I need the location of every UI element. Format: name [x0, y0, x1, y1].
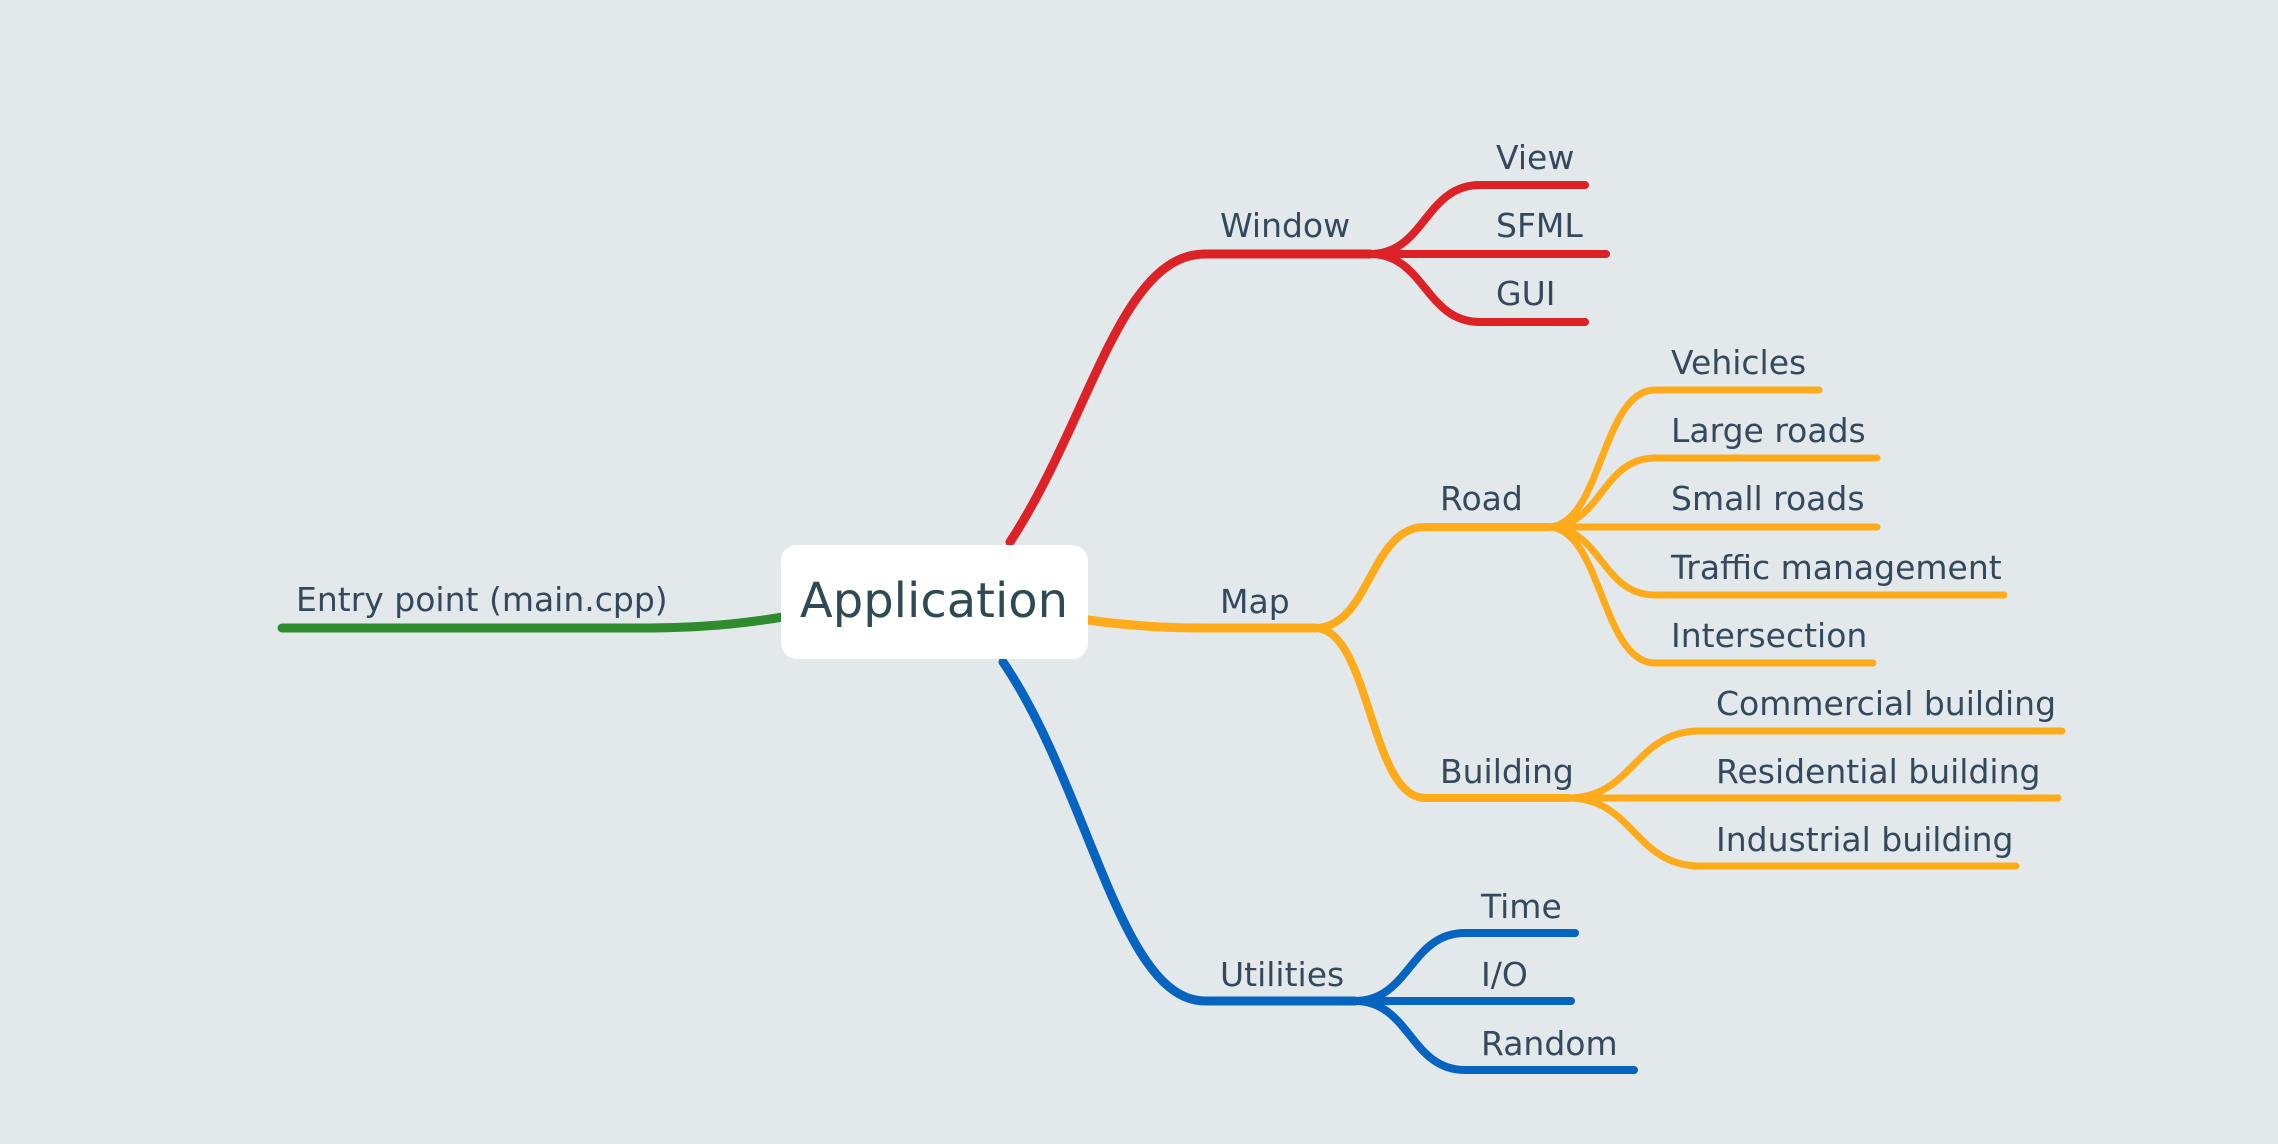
industrial-building-line	[1564, 794, 2020, 870]
road-line	[1311, 523, 1552, 632]
small-roads-label[interactable]: Small roads	[1671, 479, 1865, 518]
utilities-label[interactable]: Utilities	[1220, 955, 1344, 994]
time-line	[1351, 929, 1579, 1005]
building-label[interactable]: Building	[1440, 752, 1574, 791]
entry-point-line	[277, 612, 788, 633]
sfml-label[interactable]: SFML	[1496, 206, 1583, 245]
window-line	[1005, 249, 1375, 547]
utilities-line	[998, 657, 1360, 1006]
intersection-line	[1544, 523, 1877, 667]
road-label[interactable]: Road	[1440, 479, 1523, 518]
intersection-label[interactable]: Intersection	[1671, 616, 1867, 655]
gui-label[interactable]: GUI	[1496, 274, 1555, 313]
window-label[interactable]: Window	[1220, 206, 1350, 245]
io-label[interactable]: I/O	[1481, 955, 1528, 994]
building-line	[1311, 624, 1572, 802]
residential-building-label[interactable]: Residential building	[1716, 752, 2040, 791]
map-line	[1083, 615, 1320, 633]
root-node[interactable]: Application	[781, 545, 1088, 659]
entry-point-label[interactable]: Entry point (main.cpp)	[296, 580, 668, 619]
random-label[interactable]: Random	[1481, 1024, 1618, 1063]
traffic-management-label[interactable]: Traffic management	[1670, 548, 2002, 587]
large-roads-label[interactable]: Large roads	[1671, 411, 1866, 450]
connector-lines	[277, 181, 2066, 1074]
gui-line	[1366, 250, 1589, 326]
time-label[interactable]: Time	[1480, 887, 1562, 926]
map-label[interactable]: Map	[1220, 582, 1290, 621]
view-label[interactable]: View	[1496, 138, 1574, 177]
root-label: Application	[800, 573, 1068, 629]
commercial-building-label[interactable]: Commercial building	[1716, 684, 2056, 723]
vehicles-label[interactable]: Vehicles	[1671, 343, 1806, 382]
random-line	[1351, 997, 1638, 1074]
industrial-building-label[interactable]: Industrial building	[1716, 820, 2013, 859]
